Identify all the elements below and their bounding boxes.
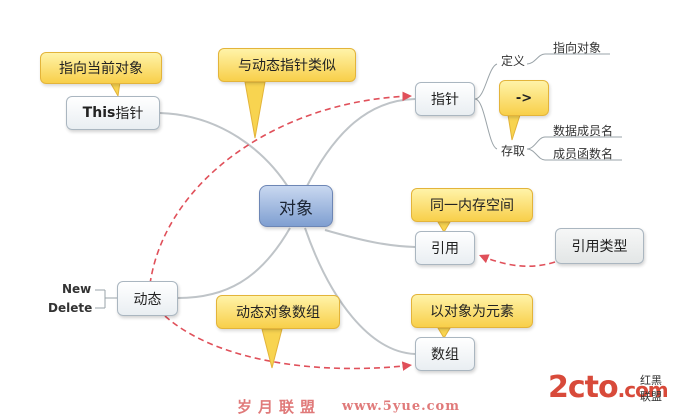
- rel-reftype-reference: [478, 254, 556, 267]
- link-dynamic-ops: [95, 289, 117, 309]
- tail-arrow-op: [507, 114, 521, 141]
- link-central-pointer: [304, 98, 416, 191]
- tail-current-object: [109, 81, 121, 98]
- link-access-data: [526, 136, 622, 150]
- brand-logo: 2cto.com 红黑联盟: [548, 370, 669, 405]
- callout-dynamic-array: 动态对象数组: [216, 295, 340, 329]
- callout-object-element: 以对象为元素: [411, 294, 533, 328]
- node-reference-type[interactable]: 引用类型: [555, 228, 644, 264]
- link-central-this: [159, 112, 291, 191]
- leaf-define: 定义: [501, 54, 526, 68]
- tail-like-dynamic: [244, 81, 266, 139]
- node-this-prefix: This: [82, 105, 116, 121]
- logo-suffix: .com: [617, 378, 669, 402]
- link-define-pointobj: [526, 53, 610, 65]
- tail-same-memory: [437, 221, 451, 233]
- tail-dynamic-array: [261, 328, 283, 369]
- callout-like-dynamic-pointer: 与动态指针类似: [218, 48, 356, 82]
- logo-main: 2cto: [548, 370, 619, 405]
- callout-same-memory: 同一内存空间: [411, 188, 533, 222]
- node-pointer[interactable]: 指针: [415, 82, 475, 116]
- logo-tag: 红黑联盟: [640, 374, 662, 403]
- callout-current-object: 指向当前对象: [40, 52, 162, 84]
- watermark-right: www.5yue.com: [342, 399, 460, 414]
- tail-object-element: [437, 327, 451, 339]
- leaf-point-object: 指向对象: [553, 41, 602, 55]
- label-delete: Delete: [48, 301, 93, 315]
- leaf-access: 存取: [501, 144, 526, 158]
- watermark-left: 岁月联盟: [237, 398, 322, 416]
- link-access-func: [526, 148, 622, 161]
- leaf-data-member: 数据成员名: [553, 124, 614, 138]
- node-this-suffix: 指针: [115, 106, 144, 122]
- link-central-reference: [324, 229, 416, 248]
- rel-dynamic-array: [164, 315, 413, 371]
- link-pointer-access: [474, 98, 498, 150]
- link-central-array: [304, 227, 416, 355]
- node-dynamic[interactable]: 动态: [117, 281, 178, 316]
- label-new: New: [62, 282, 92, 296]
- rel-dynamic-pointer: [149, 91, 413, 285]
- node-reference[interactable]: 引用: [415, 231, 475, 265]
- node-central-object[interactable]: 对象: [259, 185, 333, 227]
- link-central-dynamic: [177, 227, 291, 299]
- callout-arrow-operator: ->: [499, 80, 549, 116]
- link-pointer-define: [474, 63, 498, 100]
- node-array[interactable]: 数组: [415, 337, 475, 371]
- leaf-func-member: 成员函数名: [553, 147, 614, 161]
